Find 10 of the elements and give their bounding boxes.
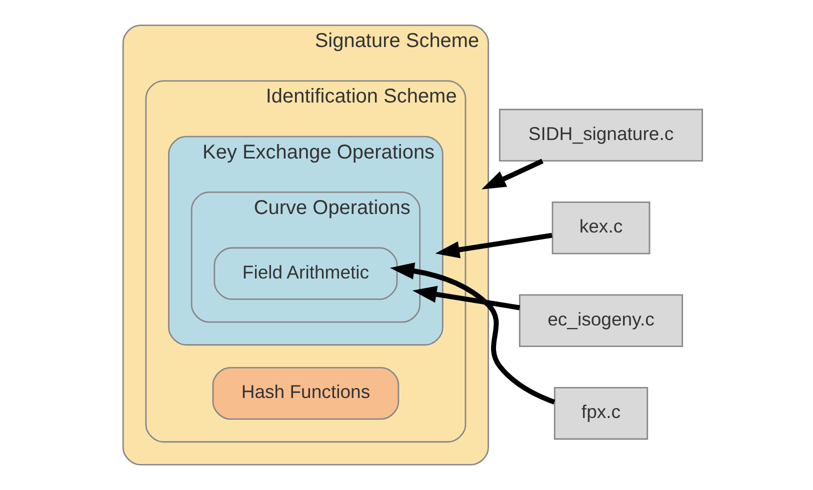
arrow <box>480 158 543 190</box>
arrow <box>389 262 555 404</box>
node-box: SIDH_signature.c <box>498 108 702 162</box>
arrow <box>434 232 552 258</box>
arrow <box>412 286 520 310</box>
node-box: Hash Functions <box>212 366 399 420</box>
node-box: Field Arithmetic <box>213 247 398 300</box>
node-box: fpx.c <box>553 386 648 440</box>
node-box: ec_isogeny.c <box>518 294 683 347</box>
node-box: kex.c <box>551 202 650 254</box>
